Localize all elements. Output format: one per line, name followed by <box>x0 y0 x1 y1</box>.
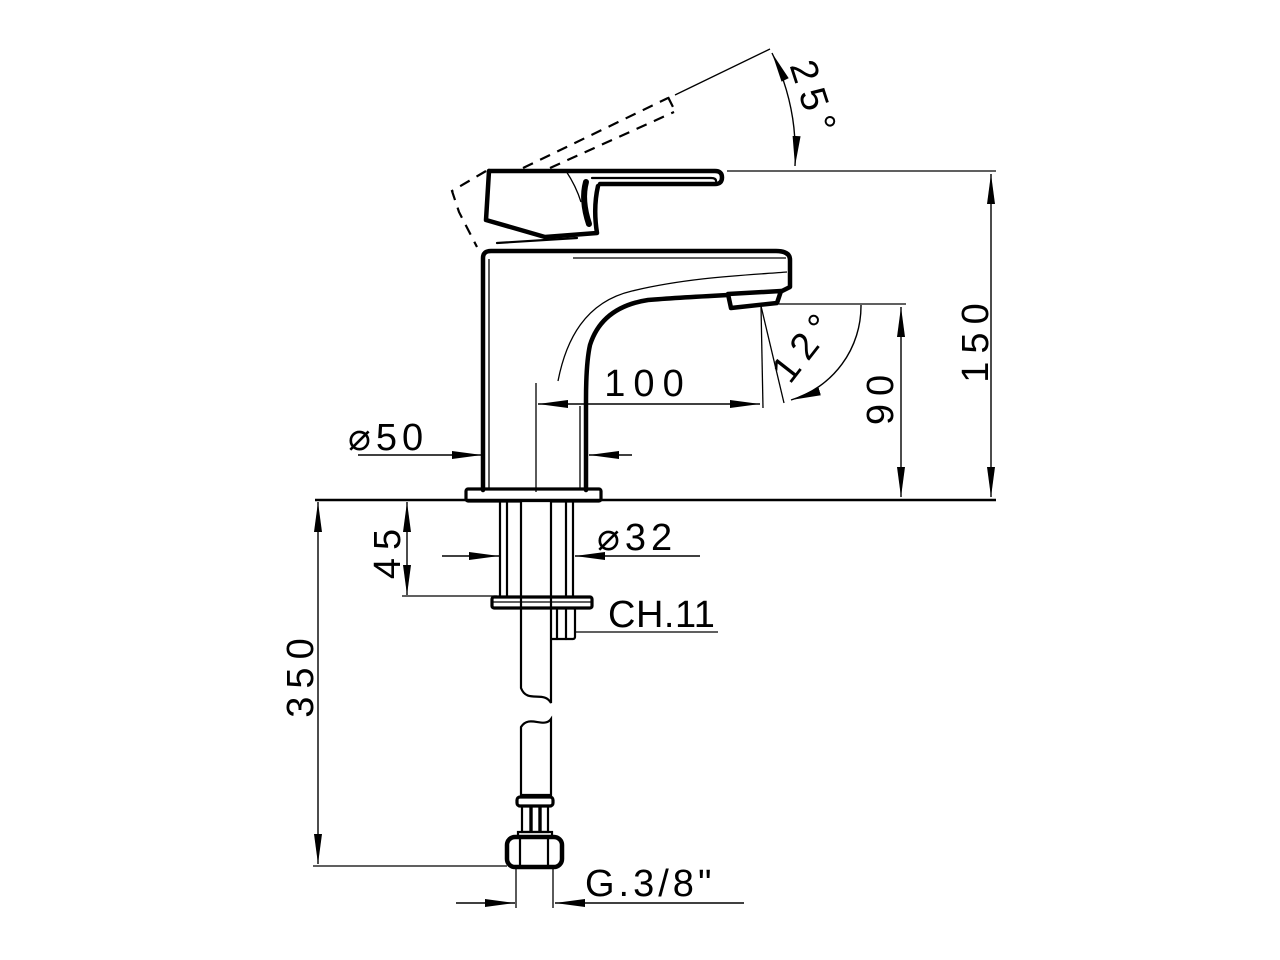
body-and-spout <box>480 248 793 493</box>
flex-hose-lower <box>519 715 553 797</box>
dimension-handle-angle: 25° <box>771 52 846 167</box>
dimension-deck-thickness: 45 <box>367 502 411 595</box>
dimension-spout-angle: 12° <box>764 301 862 401</box>
dim-label-hose-drop: 350 <box>280 630 322 717</box>
hex-nut <box>504 834 565 870</box>
dim-label-spout-reach: 100 <box>604 363 691 405</box>
handle-lever <box>483 168 725 245</box>
stud-nut <box>547 606 577 641</box>
faucet-outline <box>450 96 793 870</box>
handle-raised-ghost <box>450 96 676 248</box>
hose-fitting <box>504 795 565 870</box>
dimension-overall-height: 150 <box>955 174 997 497</box>
dim-label-handle-angle: 25° <box>781 55 846 145</box>
angle-25-reference <box>674 48 771 96</box>
dim-label-overall-height: 150 <box>955 295 997 382</box>
angle-12-slant <box>760 305 785 404</box>
dim-label-hose-thread: G.3/8" <box>585 863 715 905</box>
dimension-hose-drop: 350 <box>280 502 322 864</box>
aerator <box>725 288 784 311</box>
dimension-outlet-height: 90 <box>860 307 905 497</box>
dim-label-base-diameter: ⌀50 <box>348 417 428 459</box>
dim-label-outlet-height: 90 <box>860 367 902 425</box>
dim-label-spout-angle: 12° <box>764 301 847 391</box>
dimension-nut-size: CH.11 <box>576 594 718 636</box>
dim-label-shank-diameter: ⌀32 <box>597 517 677 559</box>
dimension-shank-diameter: ⌀32 <box>442 517 700 560</box>
dim-label-deck-thickness: 45 <box>367 521 409 579</box>
dimension-spout-reach: 100 <box>538 363 760 408</box>
dimension-hose-thread: G.3/8" <box>456 863 744 907</box>
washer <box>490 595 594 610</box>
dim-label-nut-size: CH.11 <box>608 594 715 636</box>
shank <box>498 499 575 598</box>
dimension-base-diameter: ⌀50 <box>348 417 632 459</box>
extension-lines <box>313 48 996 908</box>
angle-12-vertical <box>760 305 764 409</box>
